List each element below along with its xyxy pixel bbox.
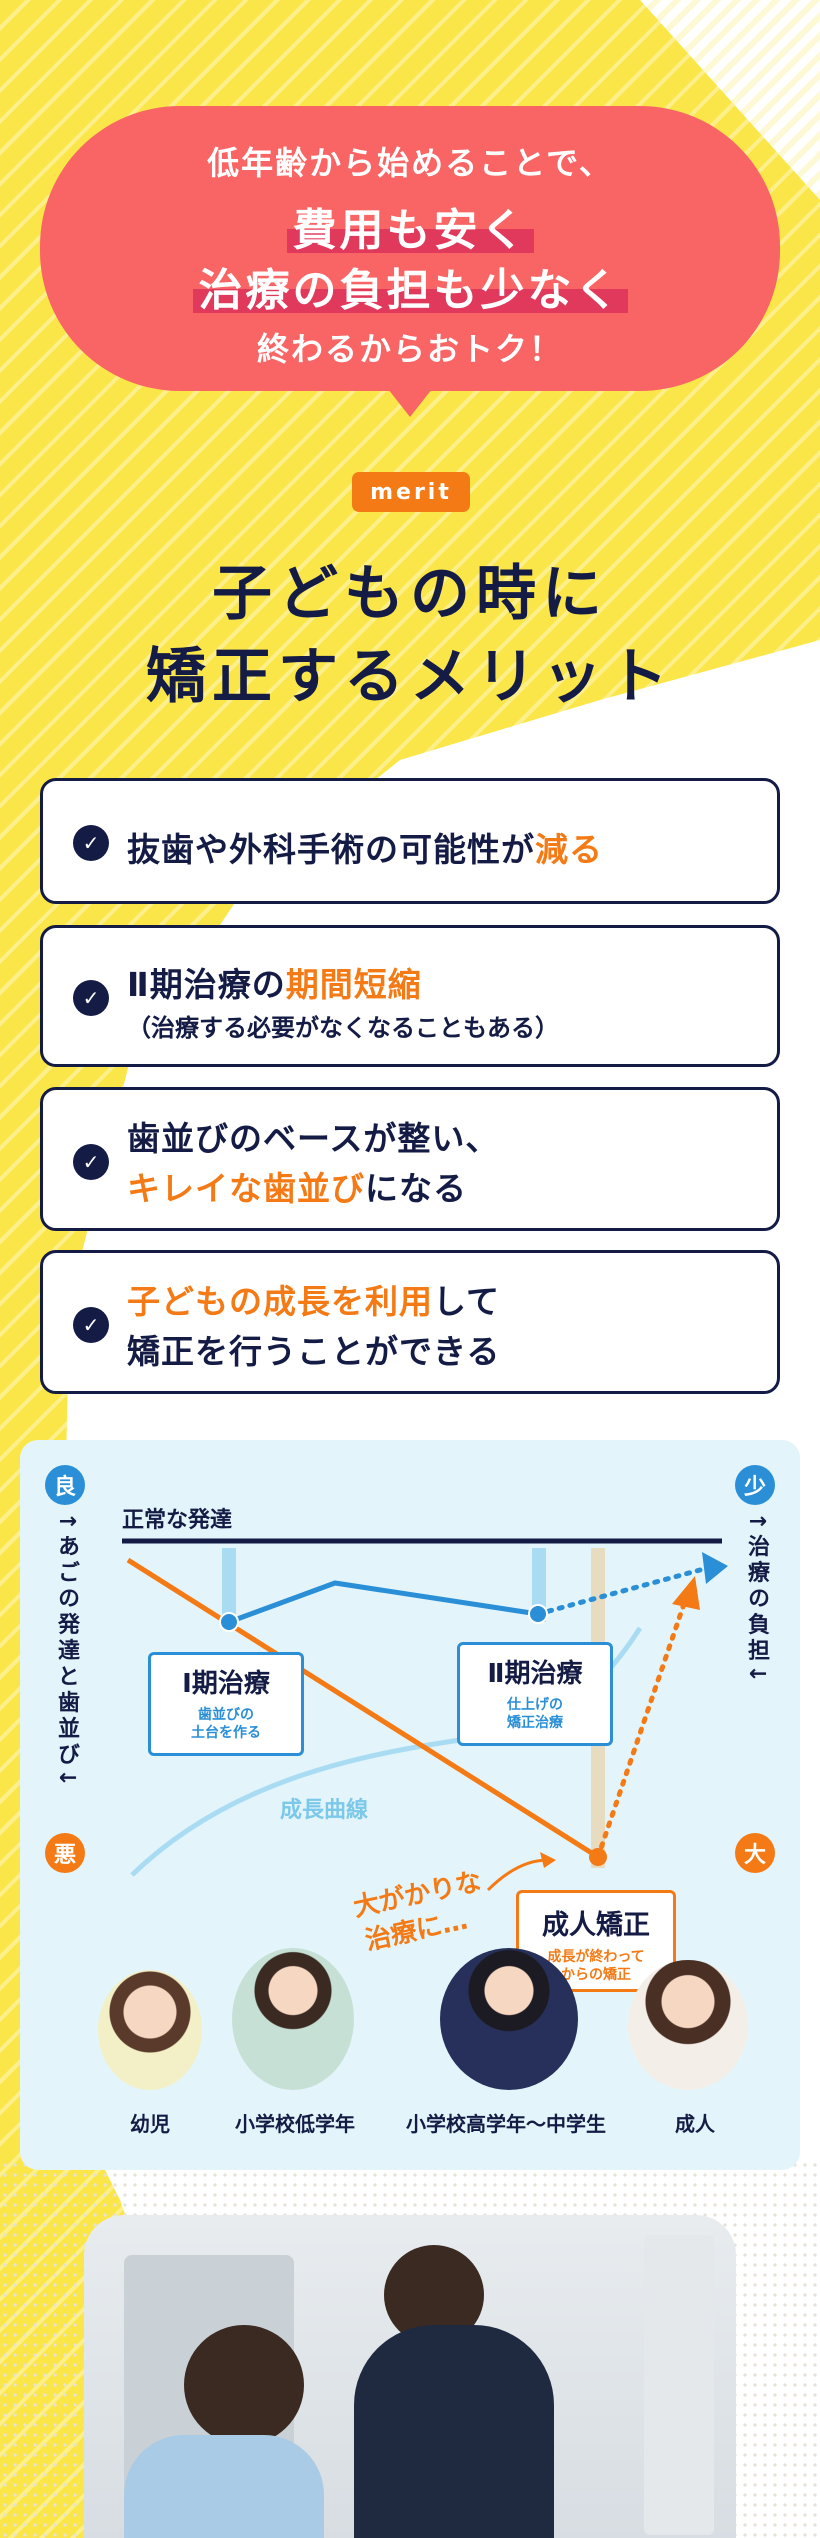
blue-arrow-head — [702, 1552, 728, 1584]
stage2-sub-1: 仕上げの — [507, 1697, 563, 1713]
swirl-arrow-head — [540, 1852, 556, 1868]
bubble-highlight-1: 費用も安く — [286, 194, 534, 258]
stage1-box: Ⅰ期治療 歯並びの 土台を作る — [148, 1652, 304, 1756]
check-icon: ✓ — [73, 1307, 109, 1343]
right-bottom-badge: 大 — [735, 1833, 775, 1873]
dental-equipment — [644, 2235, 714, 2535]
stage1-title: Ⅰ期治療 — [182, 1669, 270, 1699]
normal-development-label: 正常な発達 — [122, 1508, 233, 1533]
stage1-point — [219, 1612, 239, 1632]
adult-treatment-dotted-line — [595, 1595, 689, 1860]
adult-sub-2: からの矯正 — [561, 1967, 631, 1983]
age-label-upper-elementary: 小学校高学年〜中学生 — [406, 2112, 606, 2136]
section-title-line-2: 矯正するメリット — [146, 642, 674, 712]
check-icon: ✓ — [73, 1144, 109, 1180]
adult-photo — [628, 1960, 748, 2090]
merit-card-3-text-tail: になる — [365, 1169, 467, 1208]
merit-card-3-line-1: 歯並びのベースが整い、 — [127, 1119, 500, 1158]
junior-high-photo — [440, 1948, 578, 2090]
stage2-title: Ⅱ期治療 — [487, 1659, 583, 1689]
clinic-photo — [84, 2215, 736, 2538]
adult-title: 成人矯正 — [542, 1910, 650, 1941]
growth-curve-label: 成長曲線 — [280, 1798, 369, 1823]
merit-card-1-text: 抜歯や外科手術の可能性が減る — [127, 823, 603, 871]
stage1-sub-2: 土台を作る — [191, 1725, 261, 1741]
age-label-adult: 成人 — [675, 2112, 715, 2136]
stage2-box: Ⅱ期治療 仕上げの 矯正治療 — [457, 1642, 613, 1746]
patient-hair — [184, 2325, 304, 2445]
patient-body — [124, 2435, 324, 2538]
merit-card-4-highlight: 子どもの成長を利用 — [127, 1282, 433, 1321]
check-icon: ✓ — [73, 980, 109, 1016]
treated-development-line — [228, 1580, 539, 1625]
toddler-photo — [98, 1970, 202, 2090]
merit-card-4: ✓ 子どもの成長を利用して 矯正を行うことができる — [40, 1250, 780, 1394]
merit-card-4-line-1: 子どもの成長を利用して — [127, 1275, 500, 1323]
adult-sub-1: 成長が終わって — [547, 1949, 645, 1965]
swirl-arrow — [486, 1858, 549, 1892]
stage2-marker-bar — [532, 1548, 546, 1622]
untreated-decline-line — [126, 1557, 600, 1860]
orange-arrow-head — [672, 1576, 700, 1610]
stage1-marker-bar — [222, 1548, 236, 1622]
left-top-badge: 良 — [45, 1465, 85, 1505]
stage1-sub-1: 歯並びの — [198, 1707, 254, 1723]
merit-card-4-text-tail: して — [433, 1282, 501, 1321]
dentist-body — [354, 2325, 554, 2538]
age-label-toddler: 幼児 — [130, 2112, 170, 2136]
bubble-line-2: 費用も安く — [40, 194, 780, 258]
merit-card-3: ✓ 歯並びのベースが整い、 キレイな歯並びになる — [40, 1087, 780, 1231]
bubble-line-3: 治療の負担も少なく — [40, 254, 780, 318]
merit-card-3-line-2: キレイな歯並びになる — [127, 1162, 467, 1210]
bubble-line-4: 終わるからおトク！ — [256, 330, 563, 368]
age-label-lower-elementary: 小学校低学年 — [235, 2112, 355, 2136]
merit-card-2: ✓ Ⅱ期治療の期間短縮 （治療する必要がなくなることもある） — [40, 925, 780, 1067]
section-title-line-1: 子どもの時に — [212, 559, 608, 629]
merit-card-2-note: （治療する必要がなくなることもある） — [127, 1014, 559, 1042]
speech-bubble: 低年齢から始めることで、 費用も安く 治療の負担も少なく 終わるからおトク！ — [40, 106, 780, 391]
check-icon: ✓ — [73, 825, 109, 861]
blue-dotted-line — [535, 1567, 703, 1617]
merit-card-2-text: Ⅱ期治療の期間短縮 — [127, 958, 422, 1006]
lower-elementary-photo — [232, 1948, 354, 2090]
merit-card-1-highlight: 減る — [535, 830, 603, 869]
left-axis-label: ↑あごの発達と歯並び↓ — [50, 1512, 82, 1832]
adult-point — [589, 1848, 607, 1866]
stage2-sub-2: 矯正治療 — [507, 1715, 563, 1731]
stage2-point — [528, 1604, 548, 1624]
merit-card-2-highlight: 期間短縮 — [285, 965, 422, 1004]
merit-card-2-text-main: Ⅱ期治療の — [127, 965, 286, 1004]
left-bottom-badge: 悪 — [45, 1833, 85, 1873]
merit-badge: merit — [352, 472, 470, 512]
merit-card-4-line-2: 矯正を行うことができる — [127, 1332, 501, 1371]
merit-card-1: ✓ 抜歯や外科手術の可能性が減る — [40, 778, 780, 904]
merit-card-3-highlight: キレイな歯並び — [127, 1169, 365, 1208]
right-axis-label: ↑治療の負担↓ — [740, 1512, 772, 1832]
merit-card-1-text-main: 抜歯や外科手術の可能性が — [127, 830, 535, 869]
right-top-badge: 少 — [735, 1465, 775, 1505]
bubble-line-1: 低年齢から始めることで、 — [207, 144, 613, 182]
bubble-highlight-2: 治療の負担も少なく — [192, 254, 628, 318]
